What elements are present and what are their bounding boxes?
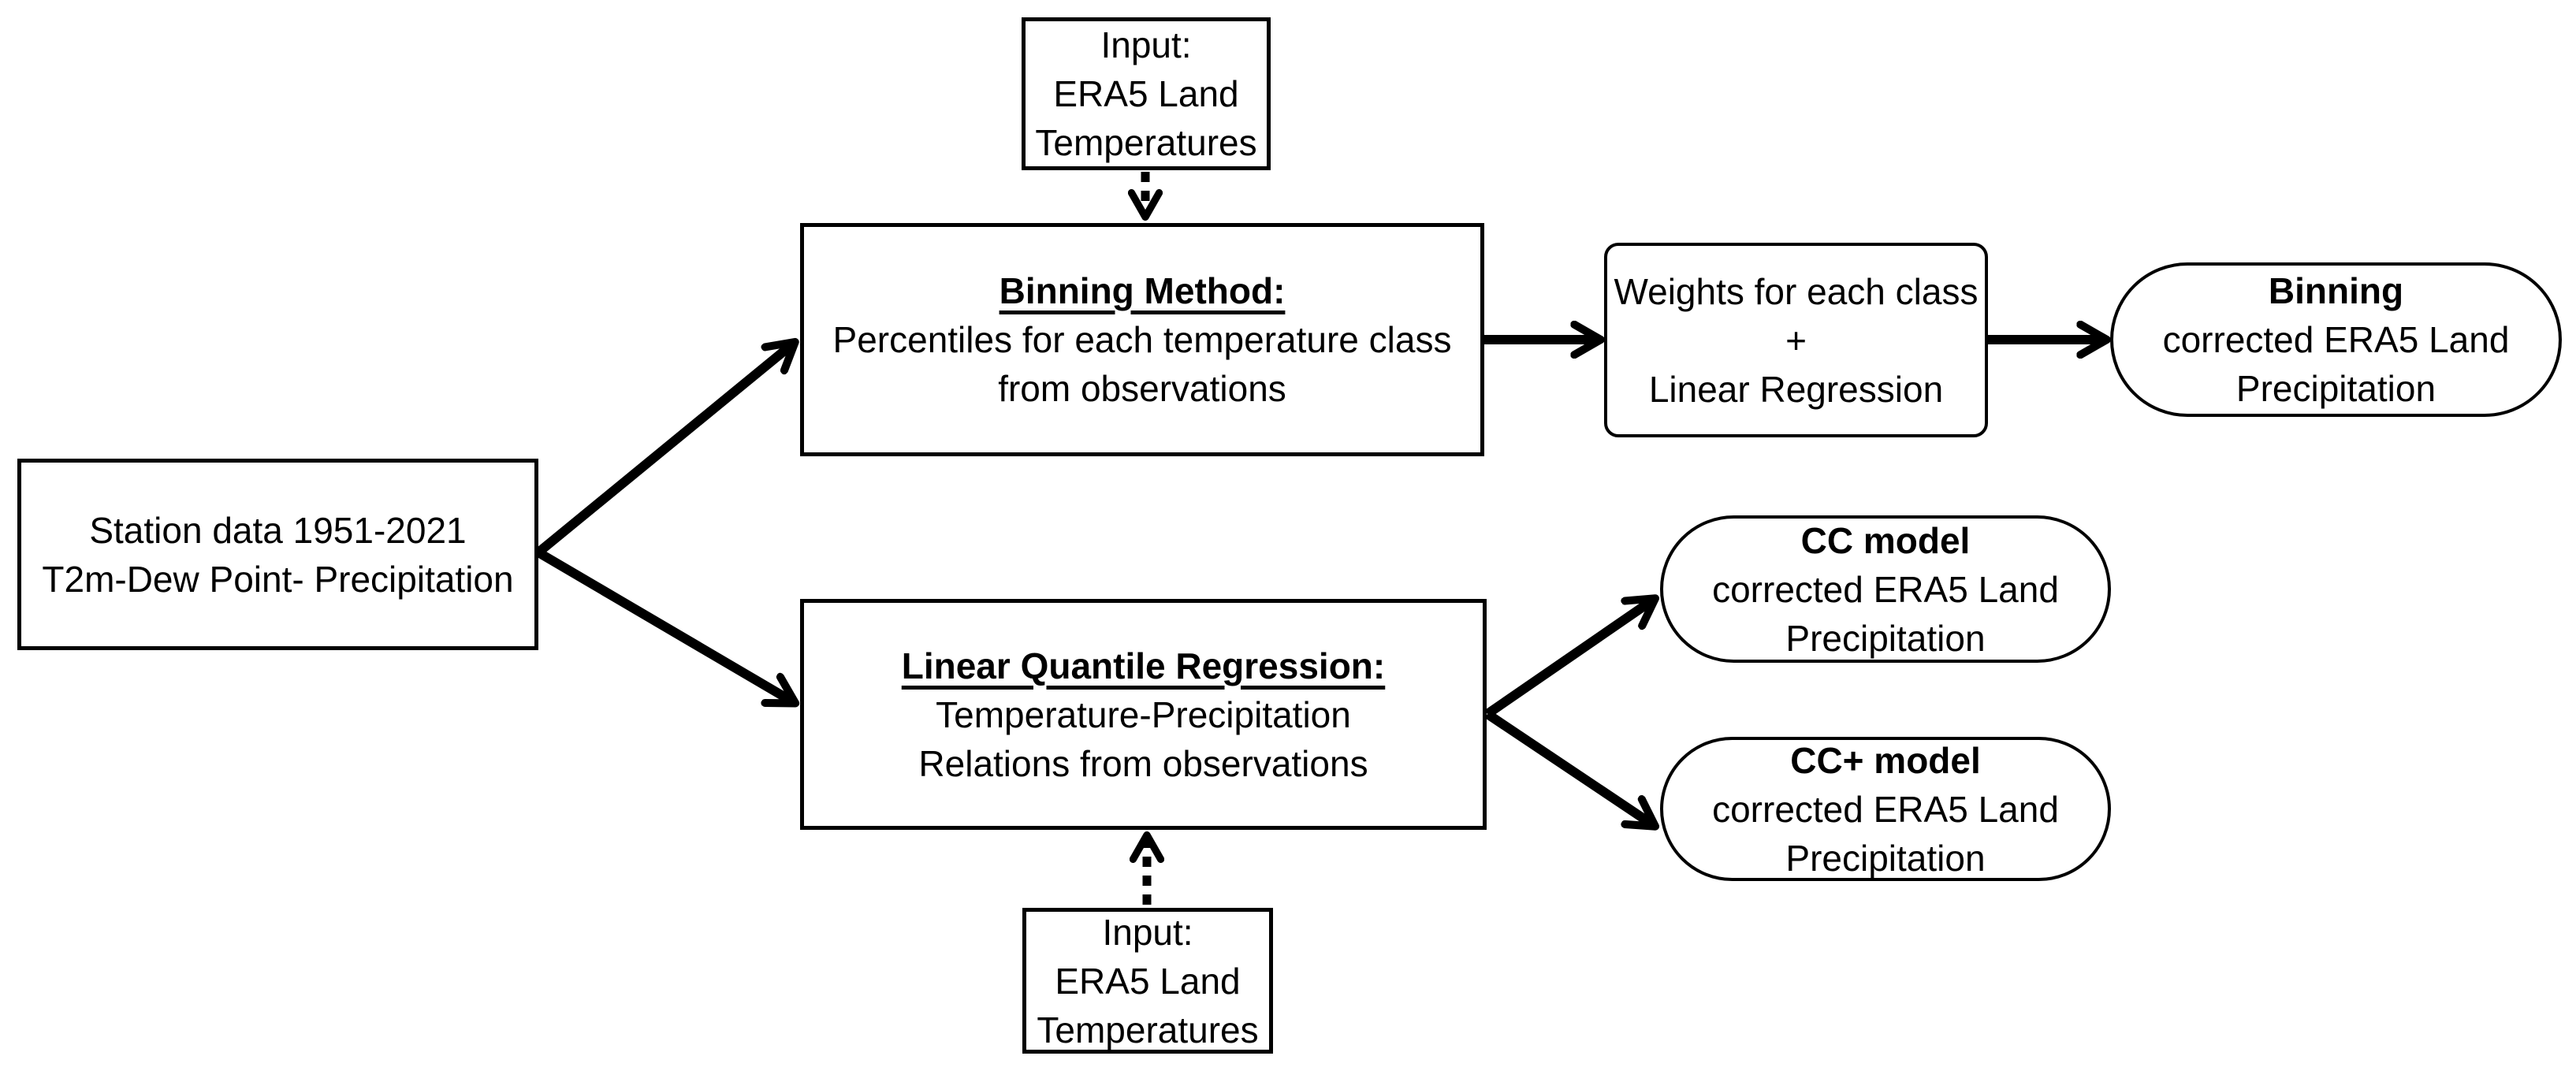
node-binning-method: Binning Method: Percentiles for each tem… <box>800 223 1484 456</box>
node-weights-line-1: Weights for each class <box>1614 270 1979 312</box>
node-lqr-line-1: Temperature-Precipitation <box>936 693 1351 735</box>
node-input-bottom-line-3: Temperatures <box>1037 1009 1259 1050</box>
node-cc-model-title: CC model <box>1800 519 1971 561</box>
node-cc-model-line-1: corrected ERA5 Land <box>1712 568 2059 610</box>
node-station-data-line-1: Station data 1951-2021 <box>89 509 467 551</box>
node-ccplus-model-line-2: Precipitation <box>1785 837 1986 879</box>
node-linear-quantile-regression: Linear Quantile Regression: Temperature-… <box>800 599 1487 830</box>
node-weights-line-3: Linear Regression <box>1648 368 1944 410</box>
node-input-top-line-3: Temperatures <box>1035 122 1257 163</box>
node-input-bottom-line-2: ERA5 Land <box>1055 960 1241 1002</box>
node-input-bottom: Input: ERA5 Land Temperatures <box>1022 908 1273 1054</box>
node-cc-model-line-2: Precipitation <box>1785 617 1986 659</box>
node-lqr-title: Linear Quantile Regression: <box>901 645 1386 686</box>
node-lqr-line-2: Relations from observations <box>918 742 1368 784</box>
node-ccplus-model-title: CC+ model <box>1790 739 1981 781</box>
node-station-data-line-2: T2m-Dew Point- Precipitation <box>42 558 514 600</box>
node-binning-result-title: Binning <box>2268 270 2404 311</box>
node-cc-model: CC model corrected ERA5 Land Precipitati… <box>1660 515 2111 663</box>
node-input-bottom-line-1: Input: <box>1102 911 1193 953</box>
node-binning-result-line-1: corrected ERA5 Land <box>2162 319 2510 360</box>
node-ccplus-model-line-1: corrected ERA5 Land <box>1712 788 2059 830</box>
node-weights: Weights for each class + Linear Regressi… <box>1604 243 1988 437</box>
node-binning-result: Binning corrected ERA5 Land Precipitatio… <box>2110 262 2562 417</box>
node-weights-line-2: + <box>1785 319 1807 361</box>
node-binning-method-title: Binning Method: <box>999 270 1286 311</box>
node-binning-method-line-1: Percentiles for each temperature class <box>832 319 1452 360</box>
node-input-top-line-2: ERA5 Land <box>1053 73 1239 114</box>
node-station-data: Station data 1951-2021 T2m-Dew Point- Pr… <box>17 459 538 650</box>
arrow-station-to-binning <box>535 344 792 556</box>
arrow-lqr-to-ccplus-model <box>1484 710 1652 824</box>
node-ccplus-model: CC+ model corrected ERA5 Land Precipitat… <box>1660 737 2111 881</box>
node-binning-method-line-2: from observations <box>998 368 1286 409</box>
arrow-lqr-to-cc-model <box>1484 600 1652 718</box>
node-binning-result-line-2: Precipitation <box>2235 368 2436 409</box>
node-input-top: Input: ERA5 Land Temperatures <box>1022 17 1271 170</box>
arrow-station-to-lqr <box>535 548 792 701</box>
node-input-top-line-1: Input: <box>1100 24 1192 65</box>
